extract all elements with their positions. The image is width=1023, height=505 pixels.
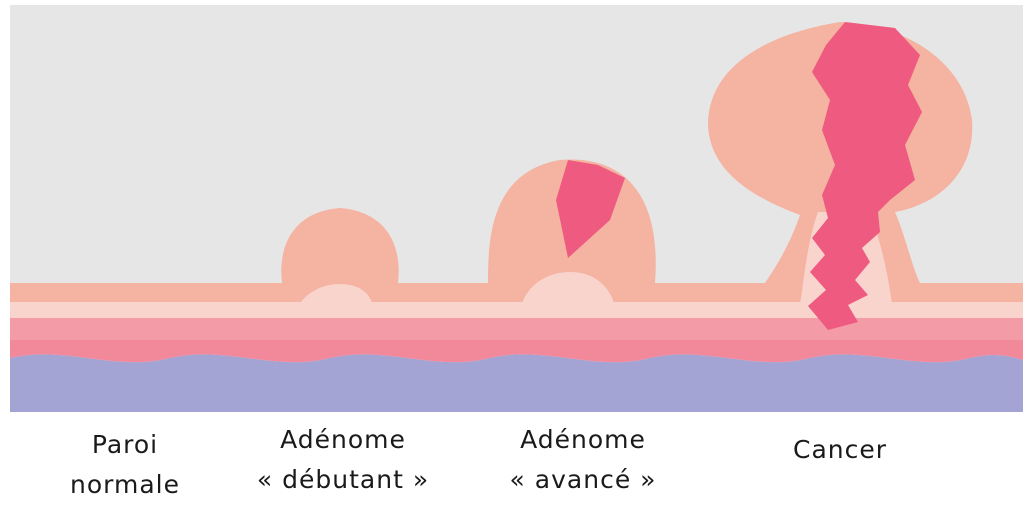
label-early-line1: Adénome	[238, 420, 448, 460]
label-cancer-line1: Cancer	[760, 430, 920, 470]
label-advanced-line2: « avancé »	[483, 460, 683, 500]
label-normal-line1: Paroi	[40, 425, 210, 465]
label-early-line2: « débutant »	[238, 460, 448, 500]
label-cancer: Cancer	[760, 430, 920, 470]
submucosa-layer	[10, 318, 1023, 340]
label-early-adenoma: Adénome « débutant »	[238, 420, 448, 500]
label-normal-wall: Paroi normale	[40, 425, 210, 505]
label-advanced-line1: Adénome	[483, 420, 683, 460]
label-normal-line2: normale	[40, 465, 210, 505]
label-advanced-adenoma: Adénome « avancé »	[483, 420, 683, 500]
serosa-layer	[10, 354, 1023, 412]
